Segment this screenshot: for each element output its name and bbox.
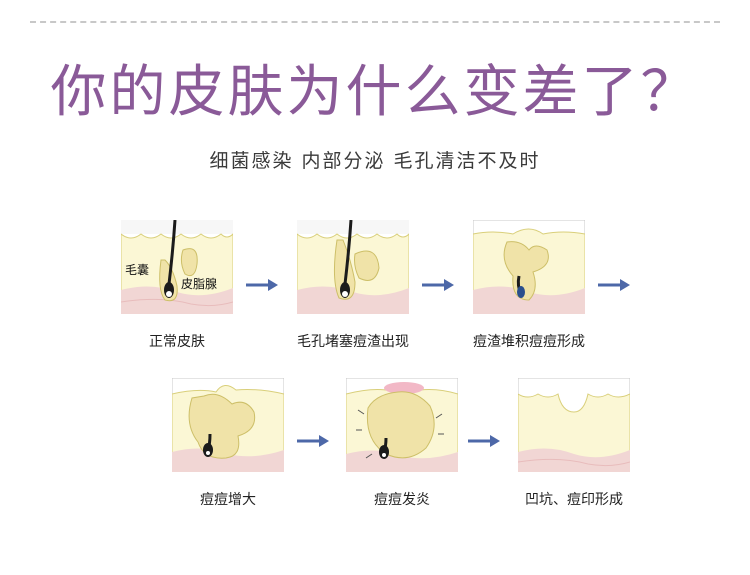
stage-acne-forming-caption: 痘渣堆积痘痘形成 [473, 334, 585, 350]
top-divider [30, 21, 720, 23]
stage-acne-inflamed-caption: 痘痘发炎 [374, 492, 430, 508]
stage-acne-forming-illustration [473, 220, 585, 314]
stage-acne-enlarge-caption: 痘痘增大 [200, 492, 256, 508]
arrow-right-icon [468, 435, 500, 447]
arrow-right-icon [297, 435, 329, 447]
stage-normal-skin-illustration: 毛囊 皮脂腺 [121, 220, 233, 314]
stage-acne-enlarge-illustration [172, 378, 284, 472]
arrow-right-icon [246, 279, 278, 291]
stage-label-hair-follicle: 毛囊 [125, 263, 150, 277]
page-subtitle: 细菌感染 内部分泌 毛孔清洁不及时 [209, 150, 541, 172]
page-title: 你的皮肤为什么变差了？ [50, 60, 700, 125]
stage-label-sebaceous-gland: 皮脂腺 [181, 277, 218, 291]
stage-pore-clogged-caption: 毛孔堵塞痘渣出现 [297, 334, 409, 350]
stage-acne-inflamed-illustration [346, 378, 458, 472]
stage-normal-skin-caption: 正常皮肤 [149, 334, 205, 350]
stage-scar-formed-caption: 凹坑、痘印形成 [525, 492, 623, 508]
stage-pore-clogged-illustration [297, 220, 409, 314]
arrow-right-icon [422, 279, 454, 291]
stage-scar-formed-illustration [518, 378, 630, 472]
arrow-right-icon [598, 279, 630, 291]
